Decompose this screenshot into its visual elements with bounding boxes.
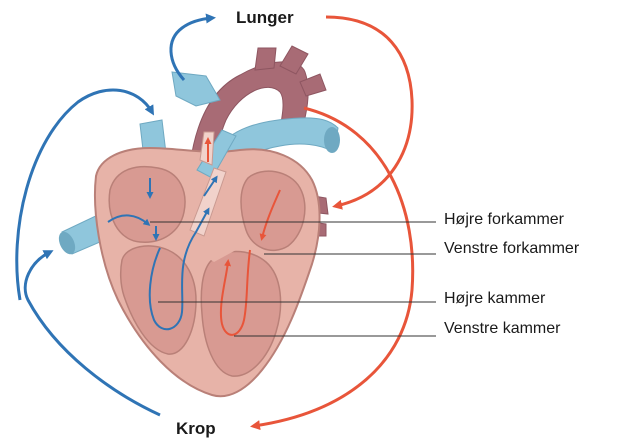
right-atrium-label: Højre forkammer [444, 211, 564, 229]
left-atrium-label: Venstre forkammer [444, 240, 579, 258]
right-ventricle-label: Højre kammer [444, 290, 545, 308]
left-atrium-chamber [241, 171, 305, 250]
blue-arrow-to-lungs [171, 18, 212, 80]
right-atrium-chamber [109, 167, 185, 243]
lungs-label: Lunger [236, 9, 294, 27]
left-ventricle-label: Venstre kammer [444, 320, 560, 338]
body-label: Krop [176, 420, 216, 438]
red-arrow-from-lungs [326, 17, 412, 206]
